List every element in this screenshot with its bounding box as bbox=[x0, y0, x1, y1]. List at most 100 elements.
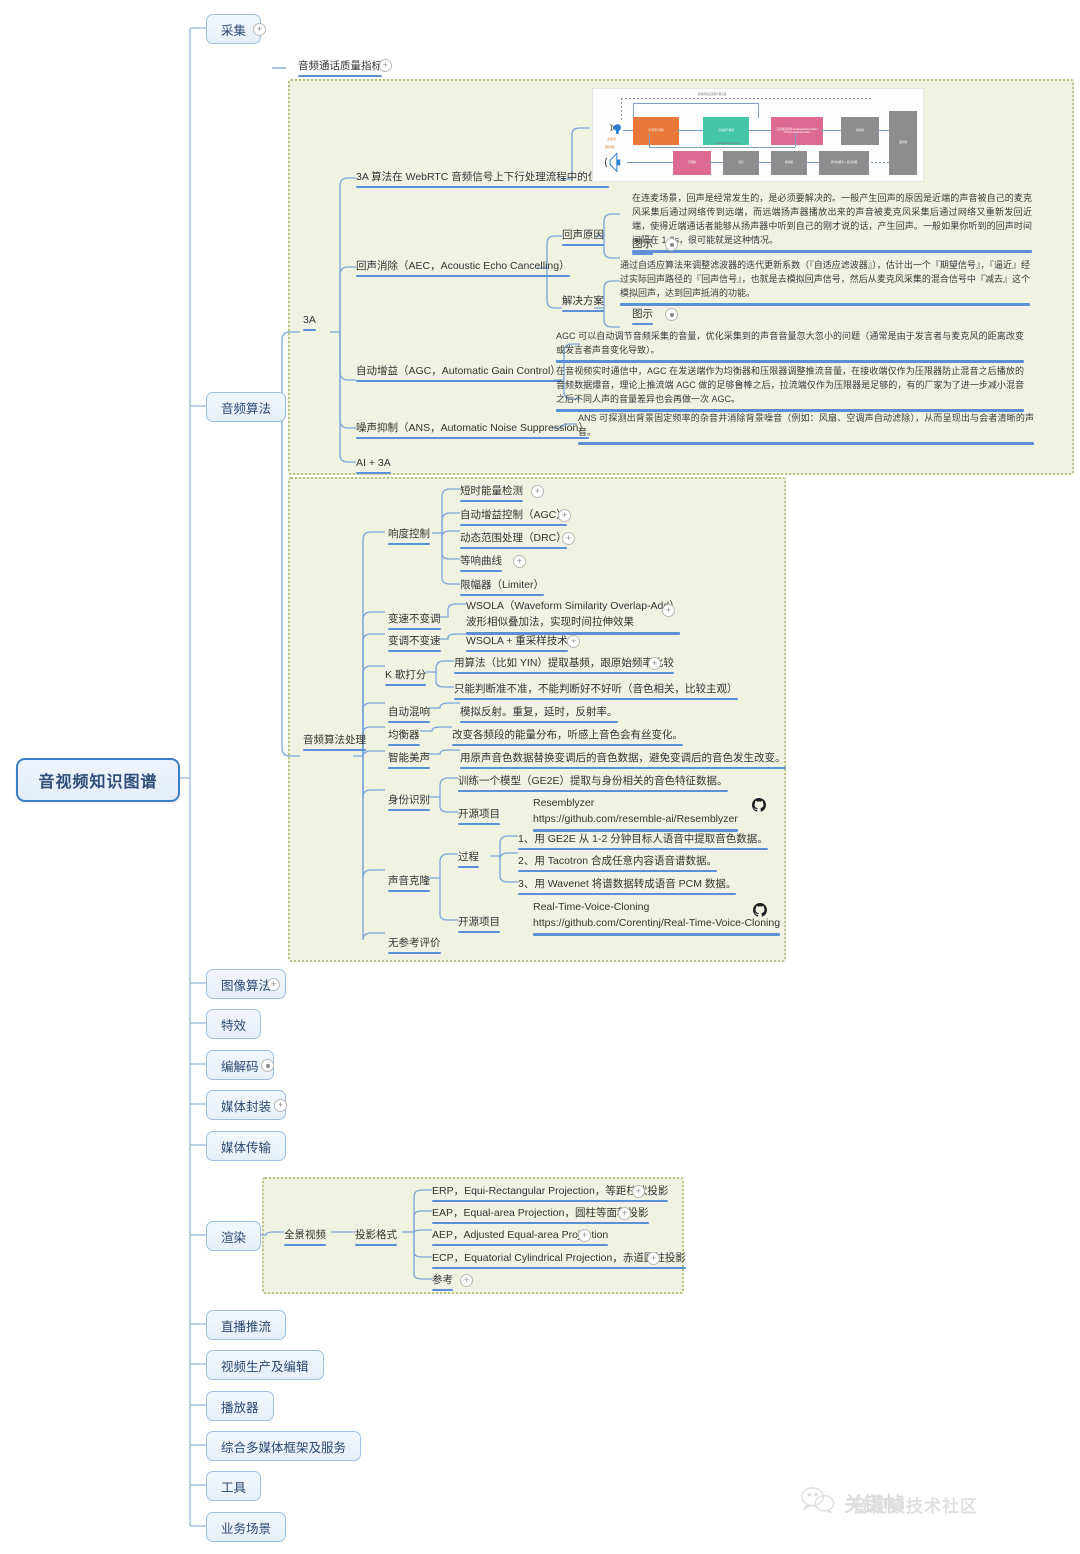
expand-badge-projection-eap[interactable]: + bbox=[618, 1207, 631, 1220]
node-label: 投影格式 bbox=[355, 1229, 397, 1241]
branch-label: 特效 bbox=[221, 1018, 247, 1033]
branch-multimedia-framework[interactable]: 综合多媒体框架及服务 bbox=[206, 1431, 362, 1461]
node-speed-no-pitch[interactable]: 变速不变调 bbox=[388, 612, 441, 631]
repo-url[interactable]: https://github.com/Corentinj/Real-Time-V… bbox=[533, 916, 781, 929]
branch-render[interactable]: 渲染 bbox=[206, 1221, 262, 1251]
node-clone-step-3[interactable]: 3、用 Wavenet 将谱数据转成语音 PCM 数据。 bbox=[518, 877, 737, 896]
expand-badge-media-container[interactable]: + bbox=[274, 1099, 287, 1112]
expand-badge-projection-reference[interactable]: + bbox=[460, 1274, 473, 1287]
node-audio-call-quality-metric[interactable]: 音频通话质量指标 bbox=[298, 59, 382, 78]
node-equalizer[interactable]: 均衡器 bbox=[388, 728, 420, 747]
node-agc-loudness[interactable]: 自动增益控制（AGC） bbox=[460, 508, 567, 527]
node-limiter[interactable]: 限幅器（Limiter） bbox=[460, 578, 545, 597]
node-identity-recognition-desc[interactable]: 训练一个模型（GE2E）提取与身份相关的音色特征数据。 bbox=[458, 774, 728, 793]
node-smart-voice-beauty[interactable]: 智能美声 bbox=[388, 751, 430, 770]
expand-badge-equal-loudness-curve[interactable]: + bbox=[513, 555, 526, 568]
branch-tools[interactable]: 工具 bbox=[206, 1471, 262, 1501]
node-label: 声音克隆 bbox=[388, 875, 430, 887]
node-voice-cloning-process[interactable]: 过程 bbox=[458, 850, 479, 869]
node-identity-open-source[interactable]: 开源项目 bbox=[458, 807, 500, 826]
diagram-block-agc: 自动增益控制 AnalogGainController ProcessCaptu… bbox=[771, 117, 823, 145]
node-clone-open-source[interactable]: 开源项目 bbox=[458, 915, 500, 934]
node-projection-eap[interactable]: EAP，Equal-area Projection，圆柱等面积投影 bbox=[432, 1206, 649, 1225]
expand-badge-projection-erp[interactable]: + bbox=[632, 1185, 645, 1198]
node-smart-voice-beauty-desc[interactable]: 用原声音色数据替换变调后的音色数据，避免变调后的音色发生改变。 bbox=[460, 751, 786, 770]
node-drc[interactable]: 动态范围处理（DRC） bbox=[460, 531, 567, 550]
branch-effects[interactable]: 特效 bbox=[206, 1009, 262, 1039]
node-equal-loudness-curve[interactable]: 等响曲线 bbox=[460, 554, 502, 573]
root-node[interactable]: 音视频知识图谱 bbox=[16, 758, 180, 802]
collapse-badge-aec-solution-illustration[interactable] bbox=[665, 308, 678, 321]
branch-live-push[interactable]: 直播推流 bbox=[206, 1310, 287, 1340]
expand-badge-drc[interactable]: + bbox=[562, 532, 575, 545]
node-wsola-resample[interactable]: WSOLA + 重采样技术 bbox=[466, 634, 568, 653]
diagram-render-path-label: ProcessRenderAudio bbox=[715, 142, 740, 145]
node-label: 参考 bbox=[432, 1274, 453, 1286]
node-aec-solution-illustration[interactable]: 图示 bbox=[632, 307, 653, 326]
node-aec[interactable]: 回声消除（AEC，Acoustic Echo Cancelling） bbox=[356, 259, 570, 278]
node-loudness-control[interactable]: 响度控制 bbox=[388, 527, 430, 546]
node-projection-reference[interactable]: 参考 bbox=[432, 1273, 453, 1292]
diagram-render-path-v2 bbox=[795, 133, 796, 147]
branch-image-algorithm[interactable]: 图像算法 bbox=[206, 969, 287, 999]
collapse-badge-codec[interactable] bbox=[261, 1059, 274, 1072]
node-karaoke-limitation[interactable]: 只能判断准不准，不能判断好不好听（音色相关，比较主观） bbox=[454, 682, 738, 701]
node-agc[interactable]: 自动增益（AGC，Automatic Gain Control） bbox=[356, 364, 561, 383]
node-resemblyzer-repo[interactable]: Resemblyzer https://github.com/resemble-… bbox=[533, 796, 738, 831]
node-label: 智能美声 bbox=[388, 752, 430, 764]
branch-audio-algorithm[interactable]: 音频算法 bbox=[206, 392, 287, 422]
branch-video-production[interactable]: 视频生产及编辑 bbox=[206, 1350, 324, 1380]
branch-media-transport[interactable]: 媒体传输 bbox=[206, 1131, 287, 1161]
expand-badge-projection-ecp[interactable]: + bbox=[647, 1252, 660, 1265]
diagram-line-v1 bbox=[621, 98, 622, 120]
node-label-line1: WSOLA（Waveform Similarity Overlap-Add） bbox=[466, 600, 680, 612]
repo-name: Resemblyzer bbox=[533, 797, 595, 809]
expand-badge-quality-metric[interactable]: + bbox=[379, 59, 392, 72]
node-aec-cause[interactable]: 回声原因 bbox=[562, 228, 604, 247]
node-auto-reverb-desc[interactable]: 模拟反射。重复，延时，反射率。 bbox=[460, 705, 618, 724]
expand-badge-caiji[interactable]: + bbox=[253, 23, 266, 36]
node-ai-3a[interactable]: AI + 3A bbox=[356, 456, 391, 475]
node-label: 1、用 GE2E 从 1-2 分钟目标人语音中提取音色数据。 bbox=[518, 833, 768, 845]
node-projection-aep[interactable]: AEP，Adjusted Equal-area Projection bbox=[432, 1228, 609, 1247]
branch-player[interactable]: 播放器 bbox=[206, 1391, 274, 1421]
node-projection-erp[interactable]: ERP，Equi-Rectangular Projection，等距柱状投影 bbox=[432, 1184, 669, 1203]
node-3a[interactable]: 3A bbox=[303, 313, 316, 332]
node-short-time-energy-detection[interactable]: 短时能量检测 bbox=[460, 484, 523, 503]
node-auto-reverb[interactable]: 自动混响 bbox=[388, 705, 430, 724]
node-projection-ecp[interactable]: ECP，Equatorial Cylindrical Projection，赤道… bbox=[432, 1251, 686, 1270]
node-pitch-no-speed[interactable]: 变调不变速 bbox=[388, 634, 441, 653]
node-karaoke-scoring[interactable]: K 歌打分 bbox=[385, 668, 427, 687]
expand-badge-projection-aep[interactable]: + bbox=[578, 1229, 591, 1242]
expand-badge-wsola[interactable]: + bbox=[662, 604, 675, 617]
node-aec-solution[interactable]: 解决方案 bbox=[562, 294, 604, 313]
expand-badge-karaoke-pitch-extract[interactable]: + bbox=[648, 657, 661, 670]
node-ans[interactable]: 噪声抑制（ANS，Automatic Noise Suppression） bbox=[356, 421, 589, 440]
collapse-badge-aec-cause-illustration[interactable] bbox=[665, 238, 678, 251]
node-aec-cause-illustration[interactable]: 图示 bbox=[632, 237, 653, 256]
expand-badge-short-time-energy-detection[interactable]: + bbox=[531, 485, 544, 498]
node-karaoke-pitch-extract[interactable]: 用算法（比如 YIN）提取基频，跟原始频率比较 bbox=[454, 656, 674, 675]
branch-media-container[interactable]: 媒体封装 bbox=[206, 1090, 287, 1120]
node-wsola[interactable]: WSOLA（Waveform Similarity Overlap-Add） 波… bbox=[466, 599, 680, 634]
node-equalizer-desc[interactable]: 改变各频段的能量分布，听感上音色会有丝变化。 bbox=[452, 728, 683, 747]
repo-url[interactable]: https://github.com/resemble-ai/Resemblyz… bbox=[533, 812, 738, 825]
node-no-reference-evaluation[interactable]: 无参考评价 bbox=[388, 936, 441, 955]
node-projection-format[interactable]: 投影格式 bbox=[355, 1228, 397, 1247]
group-box-render bbox=[262, 1177, 684, 1294]
node-voice-cloning[interactable]: 声音克隆 bbox=[388, 874, 430, 893]
node-label: ECP，Equatorial Cylindrical Projection，赤道… bbox=[432, 1252, 686, 1264]
expand-badge-image-algorithm[interactable]: + bbox=[267, 978, 280, 991]
node-audio-processing[interactable]: 音频算法处理 bbox=[303, 733, 366, 752]
node-identity-recognition[interactable]: 身份识别 bbox=[388, 793, 430, 812]
node-3a-webrtc-position[interactable]: 3A 算法在 WebRTC 音频信号上下行处理流程中的位置 bbox=[356, 170, 609, 189]
diagram-block-decoder: 解码器 bbox=[771, 151, 807, 175]
expand-badge-wsola-resample[interactable]: + bbox=[567, 635, 580, 648]
expand-badge-agc-loudness[interactable]: + bbox=[558, 509, 571, 522]
node-clone-step-2[interactable]: 2、用 Tacotron 合成任意内容语音谱数据。 bbox=[518, 854, 717, 873]
node-panoramic-video[interactable]: 全景视频 bbox=[284, 1228, 326, 1247]
node-clone-step-1[interactable]: 1、用 GE2E 从 1-2 分钟目标人语音中提取音色数据。 bbox=[518, 832, 768, 851]
node-rtvc-repo[interactable]: Real-Time-Voice-Cloning https://github.c… bbox=[533, 900, 781, 935]
branch-business-scenario[interactable]: 业务场景 bbox=[206, 1512, 287, 1542]
